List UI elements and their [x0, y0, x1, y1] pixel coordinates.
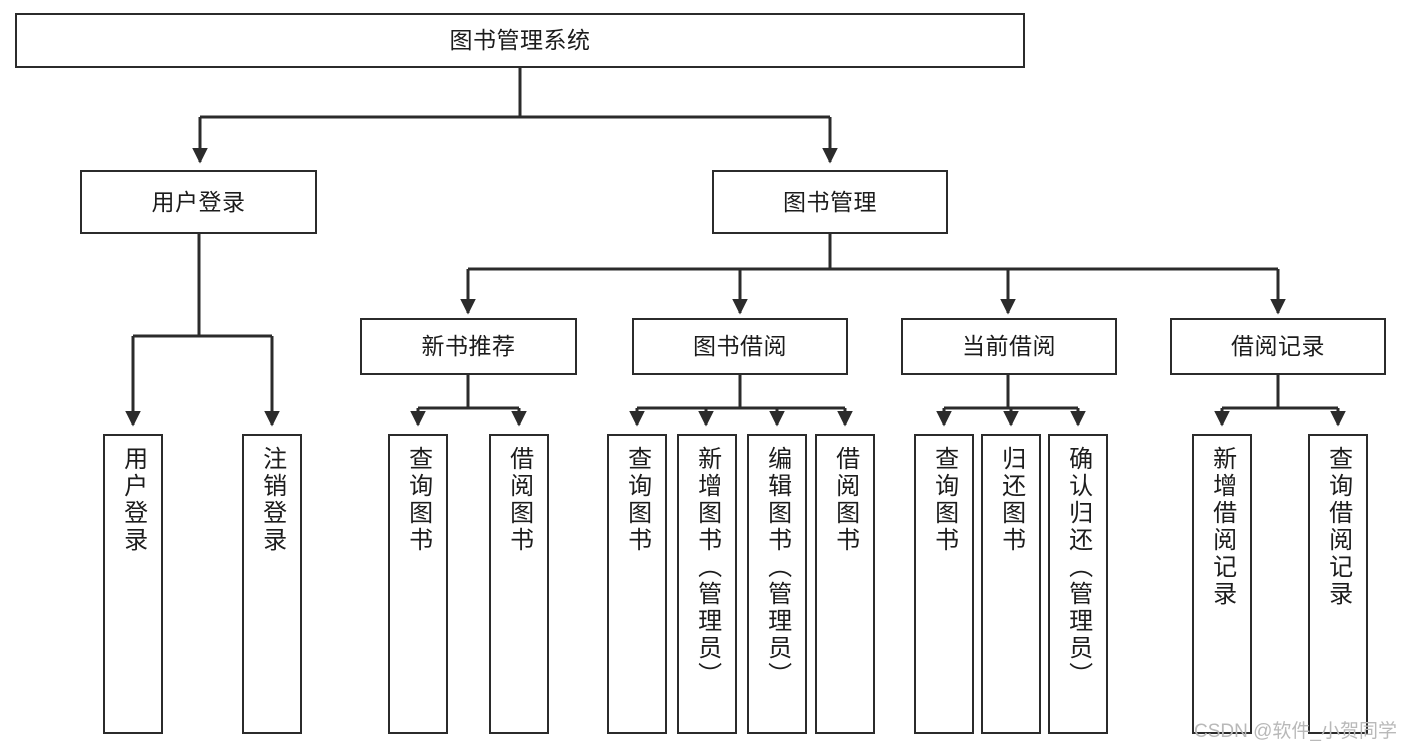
node-leaf-query-record[interactable]: 查询借阅记录 — [1308, 434, 1368, 734]
node-current-borrow[interactable]: 当前借阅 — [901, 318, 1117, 375]
node-root-label: 图书管理系统 — [449, 27, 591, 53]
node-leaf-add-record-label: 新增借阅记录 — [1208, 446, 1236, 608]
node-borrow-record-label: 借阅记录 — [1231, 333, 1325, 359]
node-leaf-edit-book[interactable]: 编辑图书（管理员） — [747, 434, 807, 734]
node-leaf-query-book-2[interactable]: 查询图书 — [607, 434, 667, 734]
node-new-book-recommend[interactable]: 新书推荐 — [360, 318, 577, 375]
node-leaf-user-login-label: 用户登录 — [119, 446, 147, 554]
node-leaf-borrow-book-1[interactable]: 借阅图书 — [489, 434, 549, 734]
node-leaf-query-book-1-label: 查询图书 — [404, 446, 432, 554]
node-leaf-borrow-book-2-label: 借阅图书 — [831, 446, 859, 554]
node-leaf-add-record[interactable]: 新增借阅记录 — [1192, 434, 1252, 734]
node-user-login-label: 用户登录 — [151, 188, 246, 215]
node-book-manage-label: 图书管理 — [783, 188, 877, 215]
node-leaf-query-book-3[interactable]: 查询图书 — [914, 434, 974, 734]
node-leaf-user-logout[interactable]: 注销登录 — [242, 434, 302, 734]
node-leaf-confirm-return-label: 确认归还（管理员） — [1064, 446, 1092, 689]
node-leaf-add-book[interactable]: 新增图书（管理员） — [677, 434, 737, 734]
node-leaf-add-book-label: 新增图书（管理员） — [693, 446, 721, 689]
node-leaf-edit-book-label: 编辑图书（管理员） — [763, 446, 791, 689]
node-leaf-user-logout-label: 注销登录 — [258, 446, 286, 554]
node-leaf-user-login[interactable]: 用户登录 — [103, 434, 163, 734]
node-leaf-return-book-label: 归还图书 — [997, 446, 1025, 554]
node-new-book-recommend-label: 新书推荐 — [421, 333, 516, 359]
node-leaf-query-book-2-label: 查询图书 — [623, 446, 651, 554]
node-current-borrow-label: 当前借阅 — [962, 333, 1056, 359]
node-book-borrow-label: 图书借阅 — [693, 333, 787, 359]
node-root[interactable]: 图书管理系统 — [15, 13, 1025, 68]
node-leaf-query-book-1[interactable]: 查询图书 — [388, 434, 448, 734]
node-book-manage[interactable]: 图书管理 — [712, 170, 948, 234]
node-leaf-query-record-label: 查询借阅记录 — [1324, 446, 1352, 608]
node-leaf-query-book-3-label: 查询图书 — [930, 446, 958, 554]
watermark-text: CSDN @软件_小贺同学 — [1194, 721, 1397, 742]
node-leaf-borrow-book-1-label: 借阅图书 — [505, 446, 533, 554]
node-borrow-record[interactable]: 借阅记录 — [1170, 318, 1386, 375]
node-leaf-borrow-book-2[interactable]: 借阅图书 — [815, 434, 875, 734]
node-leaf-confirm-return[interactable]: 确认归还（管理员） — [1048, 434, 1108, 734]
node-user-login[interactable]: 用户登录 — [80, 170, 317, 234]
node-leaf-return-book[interactable]: 归还图书 — [981, 434, 1041, 734]
node-book-borrow[interactable]: 图书借阅 — [632, 318, 848, 375]
